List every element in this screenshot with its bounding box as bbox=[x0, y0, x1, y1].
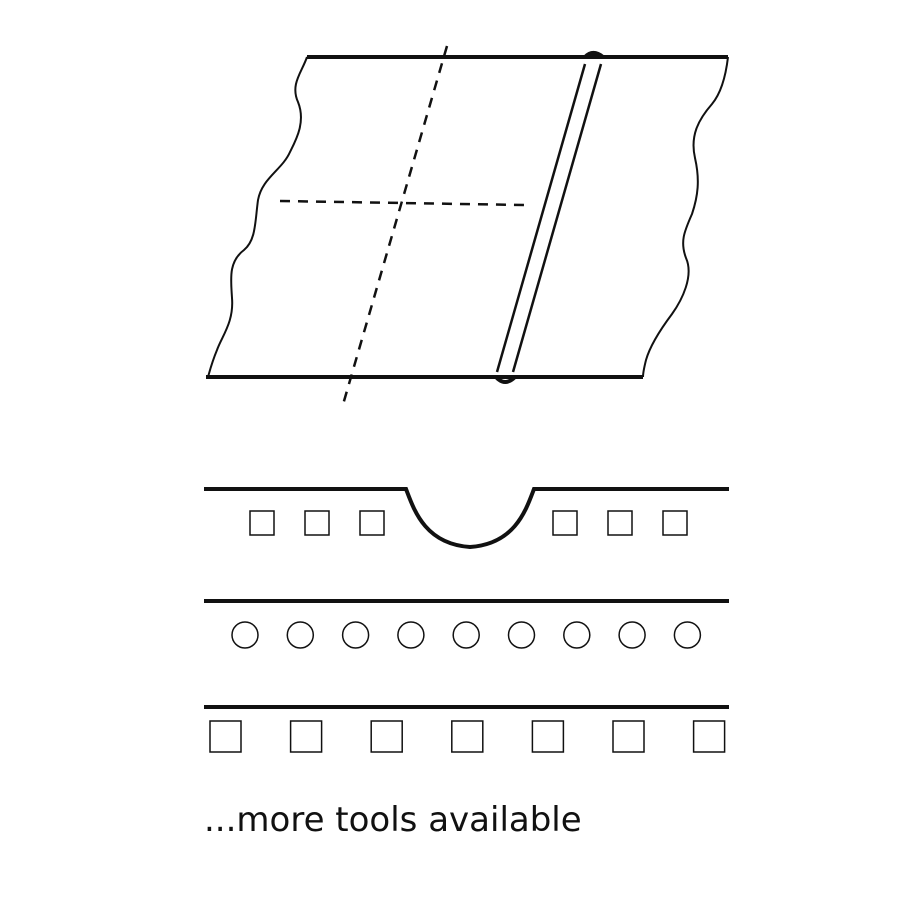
dashed-diagonal-line bbox=[340, 45, 449, 409]
large-square-marker bbox=[209, 720, 242, 753]
large-square-row-markers bbox=[209, 720, 726, 753]
small-square-marker bbox=[662, 510, 688, 536]
strip-illustration bbox=[206, 45, 729, 409]
circle-marker bbox=[397, 621, 425, 649]
small-square-marker bbox=[552, 510, 578, 536]
caption-text: ...more tools available bbox=[204, 800, 582, 840]
large-square-marker bbox=[451, 720, 484, 753]
large-square-marker bbox=[612, 720, 645, 753]
large-square-marker bbox=[692, 720, 726, 753]
small-square-marker bbox=[359, 510, 385, 536]
large-square-marker bbox=[370, 720, 403, 753]
notched-row bbox=[204, 487, 729, 550]
circle-marker bbox=[452, 621, 480, 649]
circle-marker bbox=[563, 621, 591, 649]
circle-marker bbox=[231, 621, 259, 649]
strip-right-torn-edge bbox=[642, 56, 729, 378]
groove-line-right bbox=[511, 63, 603, 373]
large-square-marker bbox=[531, 720, 565, 753]
groove-line-left bbox=[495, 63, 587, 373]
notched-row-markers bbox=[249, 510, 688, 536]
large-square-row bbox=[204, 705, 729, 753]
circle-marker bbox=[507, 621, 536, 649]
large-square-marker bbox=[289, 720, 323, 753]
groove-top-bump bbox=[583, 51, 605, 59]
circle-marker bbox=[618, 621, 646, 649]
circle-marker bbox=[673, 621, 702, 649]
circle-marker bbox=[341, 621, 370, 649]
small-square-marker bbox=[304, 510, 330, 536]
small-square-marker bbox=[607, 510, 633, 536]
dashed-horizontal-line bbox=[279, 199, 525, 207]
small-square-marker bbox=[249, 510, 275, 536]
strip-left-torn-edge bbox=[207, 56, 308, 378]
notched-row-edge bbox=[204, 487, 729, 550]
circle-row bbox=[204, 599, 729, 649]
circle-marker bbox=[286, 621, 315, 649]
circle-row-markers bbox=[231, 621, 702, 649]
groove-bottom-bump bbox=[494, 375, 517, 384]
